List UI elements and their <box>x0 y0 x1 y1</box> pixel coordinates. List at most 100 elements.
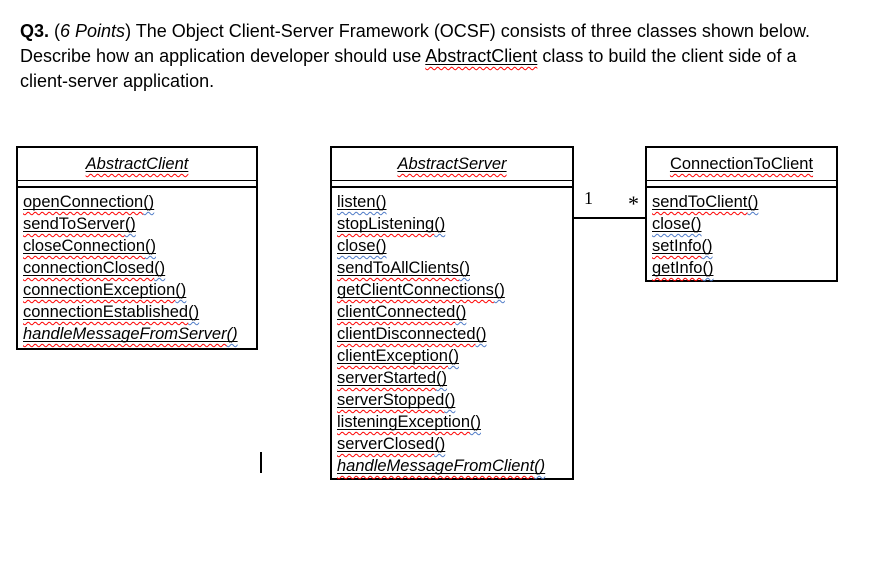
method-close: close() <box>652 213 834 235</box>
underlined-text: clientConnected <box>337 303 456 321</box>
class-methods-compartment: sendToClient()close()setInfo()getInfo() <box>647 188 836 279</box>
spellcheck-red-squiggle: sendToServer <box>23 215 125 233</box>
underlined-text: () <box>154 259 166 277</box>
spellcheck-red-squiggle: AbstractClient <box>86 155 189 173</box>
uml-class-connectiontoclient: ConnectionToClient sendToClient()close()… <box>645 146 838 282</box>
question-segment-3: ) The Object Client-Server Framework (OC… <box>20 21 810 66</box>
spellcheck-blue-squiggle: () <box>154 259 165 277</box>
spellcheck-blue-squiggle: close() <box>652 215 702 233</box>
spellcheck-blue-squiggle: close() <box>337 237 387 255</box>
underlined-text: connectionException <box>23 281 176 299</box>
underlined-text: () <box>444 391 456 409</box>
class-attributes-compartment <box>332 181 572 188</box>
spellcheck-blue-squiggle: () <box>534 457 545 475</box>
text-cursor <box>260 452 262 473</box>
spellcheck-red-squiggle: stopListening <box>337 215 434 233</box>
spellcheck-blue-squiggle: () <box>470 413 481 431</box>
underlined-text: () <box>447 347 459 365</box>
underlined-text: handleMessageFromServer <box>23 325 227 343</box>
spellcheck-blue-squiggle: () <box>702 259 713 277</box>
underlined-text: () <box>434 215 446 233</box>
underlined-text: sendToClient <box>652 193 748 211</box>
underlined-text: setInfo <box>652 237 702 255</box>
underlined-text: handleMessageFromClient <box>337 457 535 475</box>
method-handleMessageFromClient: handleMessageFromClient() <box>337 455 570 477</box>
spellcheck-blue-squiggle: () <box>145 237 156 255</box>
method-clientConnected: clientConnected() <box>337 301 570 323</box>
spellcheck-red-squiggle: closeConnection <box>23 237 145 255</box>
method-listeningException: listeningException() <box>337 411 570 433</box>
spellcheck-red-squiggle: openConnection <box>23 193 143 211</box>
method-sendToAllClients: sendToAllClients() <box>337 257 570 279</box>
underlined-text: () <box>175 281 187 299</box>
class-attributes-compartment <box>647 181 836 188</box>
spellcheck-red-squiggle: AbstractServer <box>397 155 506 173</box>
spellcheck-blue-squiggle: () <box>747 193 758 211</box>
spellcheck-red-squiggle: connectionClosed <box>23 259 154 277</box>
spellcheck-red-squiggle: listeningException <box>337 413 470 431</box>
spellcheck-blue-squiggle: () <box>455 303 466 321</box>
spellcheck-blue-squiggle: () <box>702 237 713 255</box>
underlined-text: getInfo <box>652 259 703 277</box>
underlined-text: stopListening <box>337 215 435 233</box>
underlined-text: serverClosed <box>337 435 435 453</box>
underlined-text: AbstractClient <box>85 155 189 173</box>
method-openConnection: openConnection() <box>23 191 254 213</box>
underlined-text: sendToAllClients <box>337 259 459 277</box>
underlined-text: () <box>434 435 446 453</box>
class-attributes-compartment <box>18 181 256 188</box>
underlined-text: () <box>493 281 505 299</box>
association-line <box>573 217 645 219</box>
spellcheck-red-squiggle: serverStarted <box>337 369 436 387</box>
underlined-text: () <box>436 369 448 387</box>
underlined-text: connectionClosed <box>23 259 155 277</box>
method-serverClosed: serverClosed() <box>337 433 570 455</box>
spellcheck-blue-squiggle: () <box>448 347 459 365</box>
question-segment-2: 6 Points <box>60 21 126 41</box>
spellcheck-red-squiggle: getClientConnections <box>337 281 494 299</box>
spellcheck-blue-squiggle: () <box>434 435 445 453</box>
underlined-text: () <box>702 259 714 277</box>
underlined-text: () <box>701 237 713 255</box>
spellcheck-blue-squiggle: () <box>459 259 470 277</box>
method-clientDisconnected: clientDisconnected() <box>337 323 570 345</box>
underlined-text: () <box>188 303 200 321</box>
spellcheck-blue-squiggle: () <box>227 325 238 343</box>
method-serverStarted: serverStarted() <box>337 367 570 389</box>
question-segment-0: Q3. <box>20 21 50 41</box>
method-connectionClosed: connectionClosed() <box>23 257 254 279</box>
method-serverStopped: serverStopped() <box>337 389 570 411</box>
spellcheck-red-squiggle: serverStopped <box>337 391 444 409</box>
class-title: AbstractServer <box>332 148 572 181</box>
underlined-text: listen() <box>337 193 387 211</box>
underlined-text: close() <box>337 237 387 255</box>
underlined-text: () <box>226 325 238 343</box>
spellcheck-red-squiggle: handleMessageFromClient <box>337 457 534 475</box>
spellcheck-blue-squiggle: () <box>175 281 186 299</box>
spellcheck-red-squiggle: sendToClient <box>652 193 747 211</box>
method-connectionEstablished: connectionEstablished() <box>23 301 254 323</box>
underlined-text: clientDisconnected <box>337 325 476 343</box>
underlined-text: () <box>458 259 470 277</box>
method-sendToClient: sendToClient() <box>652 191 834 213</box>
underlined-text: () <box>747 193 759 211</box>
spellcheck-red-squiggle: connectionEstablished <box>23 303 188 321</box>
underlined-text: close() <box>652 215 702 233</box>
method-getClientConnections: getClientConnections() <box>337 279 570 301</box>
spellcheck-red-squiggle: setInfo <box>652 237 702 255</box>
spellcheck-red-squiggle: clientConnected <box>337 303 455 321</box>
spellcheck-blue-squiggle: listen() <box>337 193 387 211</box>
spellcheck-red-squiggle: ConnectionToClient <box>670 155 813 173</box>
class-title: AbstractClient <box>18 148 256 181</box>
spellcheck-blue-squiggle: () <box>188 303 199 321</box>
underlined-text: serverStopped <box>337 391 445 409</box>
underlined-text: closeConnection <box>23 237 145 255</box>
method-stopListening: stopListening() <box>337 213 570 235</box>
spellcheck-red-squiggle: clientException <box>337 347 448 365</box>
spellcheck-blue-squiggle: () <box>444 391 455 409</box>
multiplicity-one-label: 1 <box>584 188 593 208</box>
spellcheck-blue-squiggle: () <box>434 215 445 233</box>
method-close: close() <box>337 235 570 257</box>
method-getInfo: getInfo() <box>652 257 834 279</box>
